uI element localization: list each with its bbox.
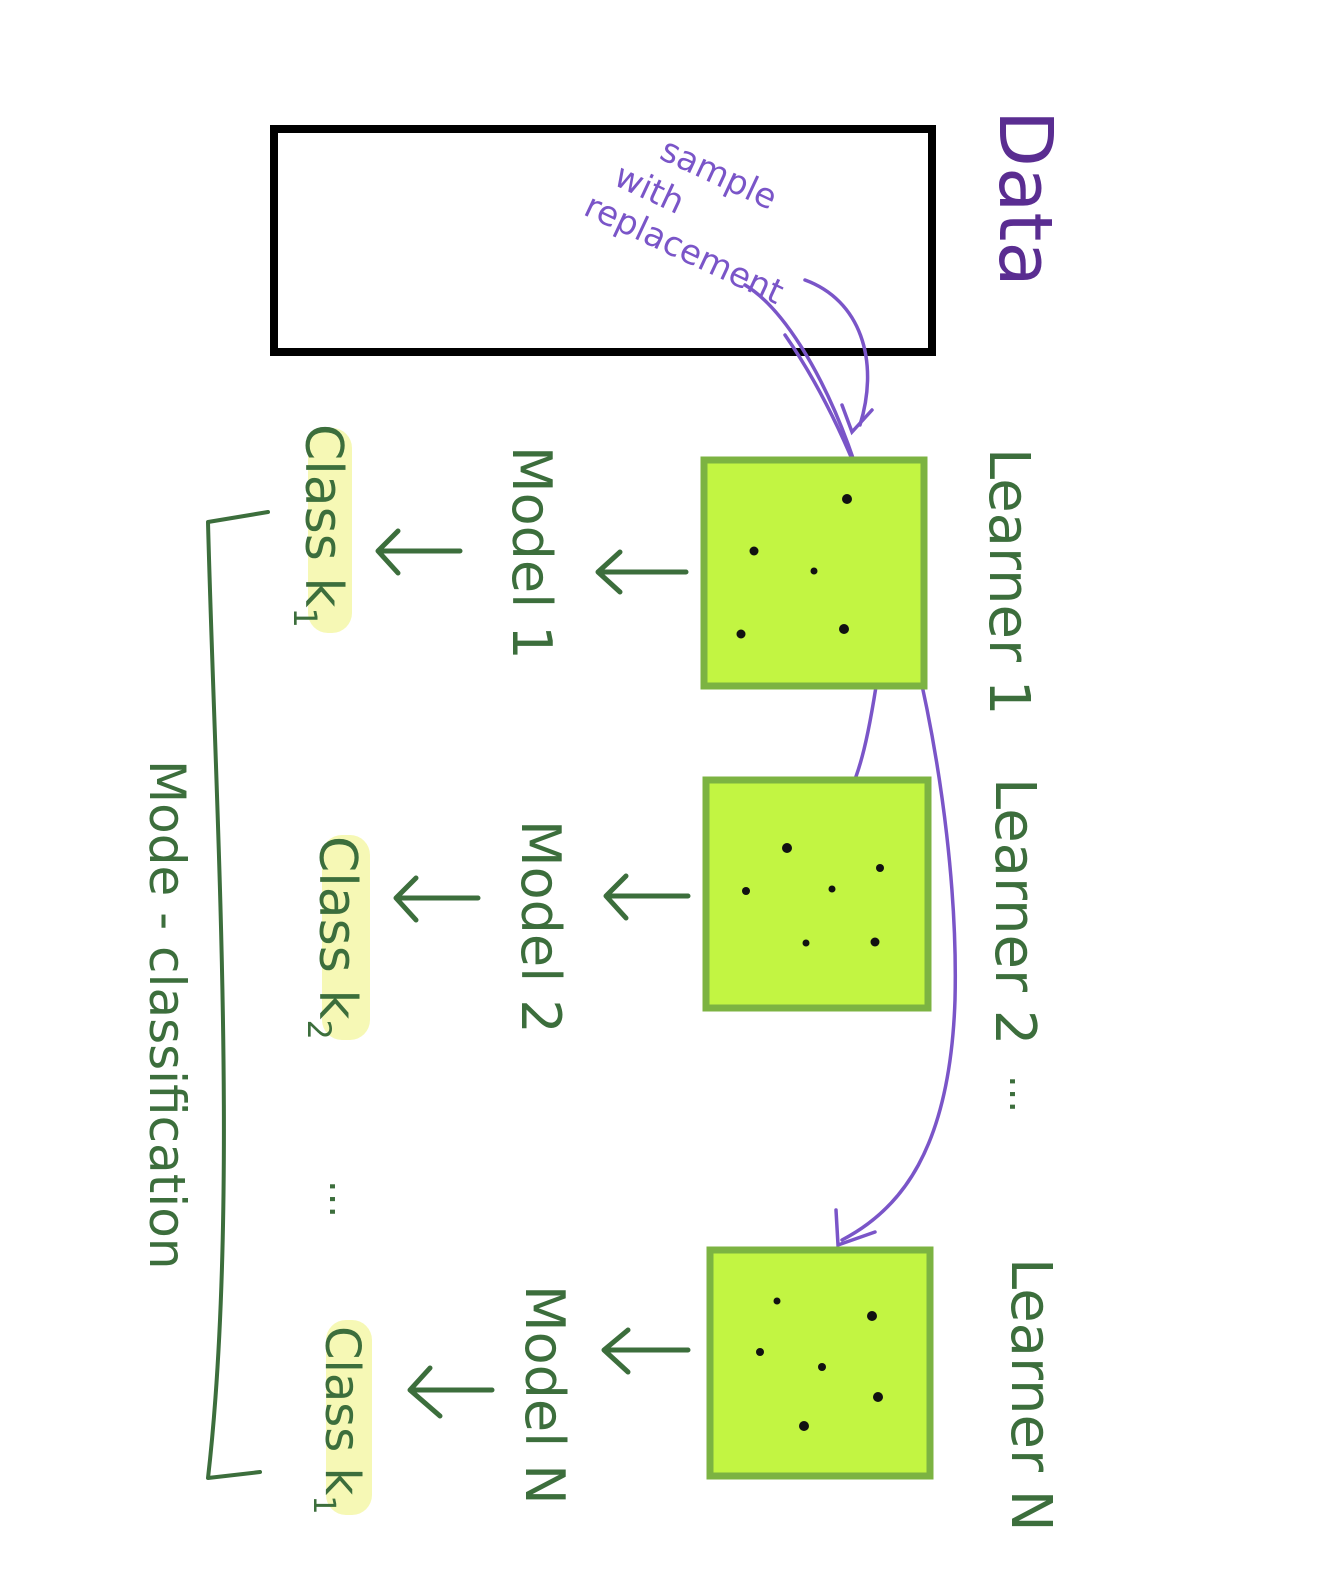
learner-label-2: Learner 2 [982,778,1047,1045]
data-title: Data [982,110,1068,287]
dot [736,629,746,639]
class-label-n: Class k1 [306,1326,370,1514]
dot [870,937,880,947]
class-label-n-text: Class k [314,1326,370,1496]
arrow-learner-1-model [595,549,689,595]
dot [773,1297,781,1305]
dot [749,546,759,556]
dot [810,567,818,575]
aggregation-label: Mode - classification [138,760,196,1269]
class-label-1: Class k1 [286,424,353,628]
aggregation-bracket [206,510,270,1480]
model-label-2: Model 2 [509,820,572,1034]
data-box [270,125,936,356]
model-to-class-arrows [375,528,495,1419]
learner-to-model-arrows [595,549,691,1375]
highlight-class-2 [322,835,370,1040]
arrow-to-learner-1 [803,278,870,427]
class-highlights [308,428,372,1515]
class-ellipsis: ... [320,1180,366,1218]
class-label-1-sub: 1 [286,607,324,627]
learner-box-2 [702,776,932,1012]
class-label-2-sub: 2 [300,1019,338,1039]
arrow-model-n-class [407,1365,495,1419]
learner-ellipsis: ... [1000,1075,1046,1113]
dot [818,1363,826,1371]
class-label-2: Class k2 [300,836,367,1040]
class-label-2-text: Class k [307,836,367,1019]
dot [828,885,836,893]
arrowhead-learner-n [834,1208,877,1248]
dot [742,887,750,895]
sample-dots [736,494,884,1431]
dot [839,624,849,634]
highlight-class-1 [308,428,352,633]
dot [802,939,810,947]
dot [842,494,852,504]
class-label-1-text: Class k [293,424,353,607]
arrowhead-learner-1 [840,403,874,436]
model-label-1: Model 1 [500,446,563,660]
learner-box-n [706,1246,934,1480]
learner-label-1: Learner 1 [976,448,1041,715]
dot [876,864,884,872]
arrow-model-1-class [375,528,463,576]
arrow-model-2-class [393,875,481,923]
arrow-learner-2-model [603,873,691,921]
dot [756,1348,764,1356]
dot [867,1311,877,1321]
arrow-learner-n-model [601,1327,691,1375]
dot [799,1421,809,1431]
model-label-n: Model N [513,1285,576,1505]
sampling-arrows [743,278,958,1248]
dot [782,843,792,853]
dot [873,1392,883,1402]
learner-label-n: Learner N [998,1258,1063,1532]
highlight-class-n [326,1320,372,1515]
class-label-n-sub: 1 [306,1495,341,1514]
